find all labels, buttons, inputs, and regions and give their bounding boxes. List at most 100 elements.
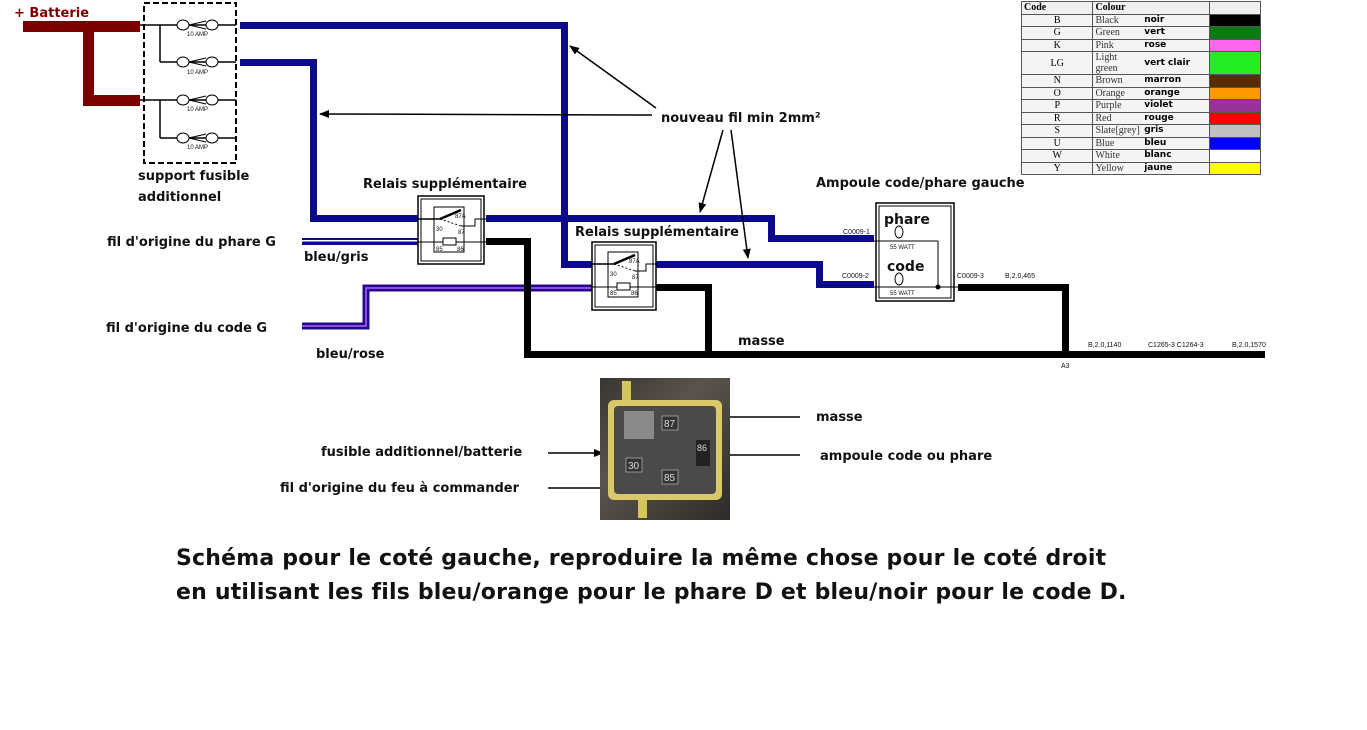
ground-ref-1570: B,2.0,1570 <box>1232 342 1266 349</box>
legend-french-name: violet <box>1142 99 1210 113</box>
fuse-rating: 10 AMP <box>187 107 208 113</box>
relay-pin-87a: 87A <box>455 214 466 220</box>
bulb-code-label: code <box>887 259 924 275</box>
original-code-wire <box>302 284 596 330</box>
legend-colour-name: Brown <box>1092 74 1143 88</box>
photo-pin-85: 85 <box>664 473 676 484</box>
legend-colour-name: Light green <box>1092 51 1143 75</box>
fuse-4: 10 AMP <box>176 132 219 151</box>
new-wire-fuse2-relay1 <box>240 59 418 222</box>
legend-swatch <box>1208 38 1262 52</box>
fuse-3: 10 AMP <box>176 94 219 113</box>
legend-swatch <box>1208 51 1262 75</box>
legend-swatch <box>1208 161 1262 175</box>
legend-code: S <box>1020 124 1094 138</box>
connector-c0009-3: C0009-3 <box>957 273 984 280</box>
relay-2: 30 87A 87 85 86 <box>591 241 657 311</box>
legend-colour-name: Red <box>1092 111 1143 125</box>
relay-pin-86: 86 <box>457 247 464 253</box>
legend-swatch <box>1208 74 1262 88</box>
bulb-phare-label: phare <box>884 212 930 228</box>
relay-pin-87: 87 <box>632 275 639 281</box>
code-origin-label: fil d'origine du code G <box>106 321 267 336</box>
photo-pin-87: 87 <box>664 419 676 430</box>
photo-pin-86: 86 <box>697 443 707 453</box>
relay-pin-30: 30 <box>610 272 617 278</box>
photo-label-ampoule: ampoule code ou phare <box>820 449 992 464</box>
relay-2-title: Relais supplémentaire <box>575 225 739 240</box>
legend-swatch <box>1208 86 1262 100</box>
caption-line-1: Schéma pour le coté gauche, reproduire l… <box>176 546 1107 571</box>
legend-colour-name: White <box>1092 149 1143 163</box>
legend-swatch <box>1208 136 1262 150</box>
fuse-box-outline <box>143 2 237 164</box>
relay-1: 30 87A 87 85 86 <box>417 195 486 265</box>
legend-french-name: bleu <box>1142 136 1210 150</box>
bulb-code-watt: 55 WATT <box>890 291 915 297</box>
legend-french-name: vert <box>1142 26 1210 40</box>
photo-pin-30: 30 <box>628 461 640 472</box>
legend-code: B <box>1020 13 1094 27</box>
phare-color-label: bleu/gris <box>304 250 369 265</box>
new-wire-fuse1-relay2 <box>240 22 596 268</box>
bulb-title: Ampoule code/phare gauche <box>816 176 1025 191</box>
relay-pin-87a: 87A <box>629 259 640 265</box>
battery-wire <box>23 21 140 106</box>
legend-french-name: noir <box>1142 13 1210 27</box>
legend-colour-name: Black <box>1092 13 1143 27</box>
fuse-rating: 10 AMP <box>187 70 208 76</box>
ground-ref-a3: A3 <box>1061 363 1070 370</box>
legend-french-name: vert clair <box>1142 51 1210 75</box>
legend-colour-name: Green <box>1092 26 1143 40</box>
caption-line-2: en utilisant les fils bleu/orange pour l… <box>176 580 1127 605</box>
legend-code: N <box>1020 74 1094 88</box>
bulb-assembly: phare code 55 WATT 55 WATT <box>874 202 960 302</box>
legend-code: O <box>1020 86 1094 100</box>
photo-label-masse: masse <box>816 410 863 425</box>
relay-pin-87: 87 <box>458 230 465 236</box>
relay-pin-85: 85 <box>436 247 443 253</box>
legend-french-name: rose <box>1142 38 1210 52</box>
legend-colour-name: Pink <box>1092 38 1143 52</box>
connector-c0009-1: C0009-1 <box>843 229 870 236</box>
photo-label-fil-origine: fil d'origine du feu à commander <box>280 481 520 496</box>
new-wire-note: nouveau fil min 2mm² <box>661 111 821 126</box>
legend-code: G <box>1020 26 1094 40</box>
bulb-phare-watt: 55 WATT <box>890 245 915 251</box>
relay-pin-30: 30 <box>436 227 443 233</box>
connector-c0009-2: C0009-2 <box>842 273 869 280</box>
legend-swatch <box>1208 99 1262 113</box>
legend-code: P <box>1020 99 1094 113</box>
ground-ref-465: B,2.0,465 <box>1005 273 1035 280</box>
fuse-box-label-1: support fusible <box>138 169 250 184</box>
ground-ref-connectors: C1265-3 C1264-3 <box>1148 342 1204 349</box>
legend-french-name: orange <box>1142 86 1210 100</box>
legend-code: K <box>1020 38 1094 52</box>
photo-label-fusible: fusible additionnel/batterie <box>321 445 522 460</box>
fuse-rating: 10 AMP <box>187 145 208 151</box>
fuse-box-internals <box>140 24 236 139</box>
legend-swatch <box>1208 149 1262 163</box>
legend-colour-name: Blue <box>1092 136 1143 150</box>
code-color-label: bleu/rose <box>316 347 385 362</box>
legend-colour-name: Orange <box>1092 86 1143 100</box>
legend-french-name: gris <box>1142 124 1210 138</box>
legend-header-colour: Colour <box>1092 1 1210 15</box>
ground-ref-1140: B,2.0,1140 <box>1088 342 1121 349</box>
legend-code: LG <box>1020 51 1094 75</box>
legend-french-name: blanc <box>1142 149 1210 163</box>
legend-code: W <box>1020 149 1094 163</box>
legend-header-code: Code <box>1020 1 1094 15</box>
relay-pin-86: 86 <box>631 291 638 297</box>
